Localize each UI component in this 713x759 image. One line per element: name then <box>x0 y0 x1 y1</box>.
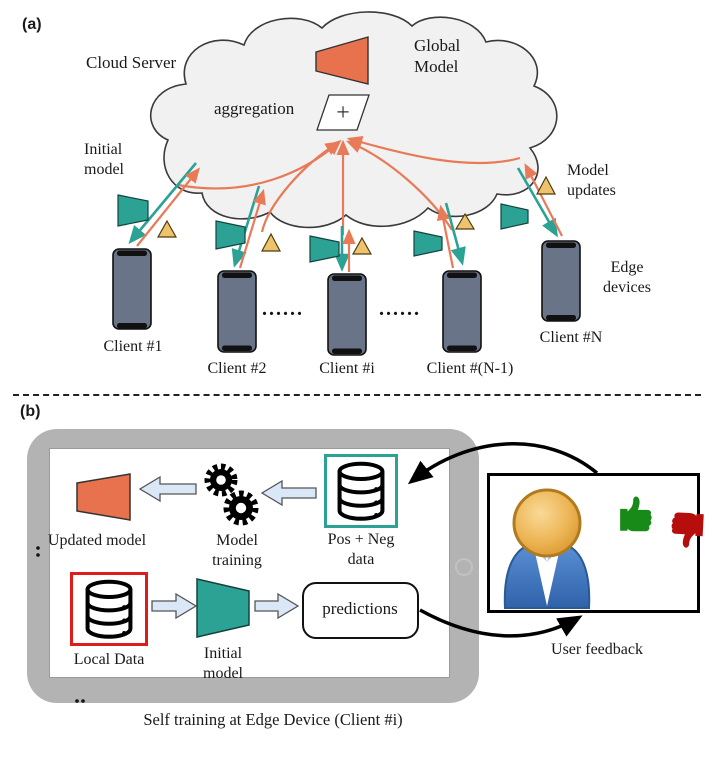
phone-client1 <box>112 248 152 330</box>
model-icon-clientn1 <box>413 230 443 257</box>
upload-arrow-clientn1 <box>436 204 455 269</box>
initial-model-label: Initial model <box>84 141 124 178</box>
thumbs-down-icon <box>670 512 704 549</box>
edge-device-icons <box>112 240 581 356</box>
local-model-icons <box>117 194 529 263</box>
cloud-server-label: Cloud Server <box>86 53 177 72</box>
pos-neg-data-label: Pos + Neg data <box>327 531 395 568</box>
model-icon-client1 <box>117 194 149 227</box>
model-updates-label: Model updates <box>567 162 616 199</box>
feedback-to-data-arrow <box>407 442 599 485</box>
ellipsis-left: ...... <box>262 298 304 320</box>
bezel-dots <box>36 546 85 703</box>
panel-a-label: (a) <box>22 16 42 33</box>
client2-label: Client #2 <box>207 360 267 377</box>
aggregation-icon <box>316 94 370 131</box>
update-curve-clientn <box>346 136 521 165</box>
upload-arrow-clientn <box>524 163 563 237</box>
update-curve-client2 <box>260 141 341 233</box>
global-model-icon <box>315 36 369 85</box>
model-update-icons <box>156 175 556 255</box>
aggregation-plus: + <box>336 100 350 126</box>
user-head <box>512 488 582 558</box>
gear-icon-large <box>223 490 259 526</box>
aggregation-label: aggregation <box>214 99 295 118</box>
flow-arrow-data-to-model <box>151 592 198 620</box>
model-training-label: Model training <box>212 532 262 569</box>
local-data-label: Local Data <box>73 651 145 668</box>
federated-learning-diagram: + <box>112 11 581 356</box>
user-feedback-label: User feedback <box>551 641 643 658</box>
panel-divider <box>13 394 701 396</box>
client-link-arrows <box>128 162 563 272</box>
model-training-gears-icon <box>204 463 259 526</box>
download-arrow-clientn <box>516 167 558 238</box>
phone-clienti <box>327 273 367 356</box>
update-icon-client2 <box>261 232 281 252</box>
upload-arrow-client2 <box>238 188 266 269</box>
predictions-to-user-arrow <box>419 608 583 638</box>
clientn1-label: Client #(N-1) <box>426 360 514 377</box>
user-icon <box>503 488 591 609</box>
user-shirt <box>534 548 560 606</box>
update-icon-clientn <box>536 175 556 195</box>
thumbs-up-icon <box>620 496 652 532</box>
clientn-label: Client #N <box>539 329 603 346</box>
figure-caption: Self training at Edge Device (Client #i) <box>143 710 403 729</box>
pos-neg-database-icon <box>340 464 383 519</box>
model-icon-client2 <box>215 220 246 250</box>
model-icon-clienti <box>309 235 340 263</box>
predictions-box <box>302 582 419 639</box>
flow-arrow-training-to-model <box>138 475 197 503</box>
update-icon-clientn1 <box>454 212 476 230</box>
predictions-label: predictions <box>322 599 398 618</box>
upload-arrow-client1 <box>136 167 201 247</box>
clienti-label: Client #i <box>319 360 375 377</box>
global-model-label: Global Model <box>414 36 461 76</box>
gear-icon-small <box>204 463 238 497</box>
initial-model-b-label: Initial model <box>203 645 243 682</box>
self-training-diagram <box>36 442 704 703</box>
phone-client2 <box>217 270 257 353</box>
client1-label: Client #1 <box>103 338 163 355</box>
local-data-database-icon <box>88 582 131 637</box>
flow-arrow-data-to-training <box>260 479 317 507</box>
updated-model-icon <box>76 473 131 521</box>
panel-b-label: (b) <box>20 403 41 420</box>
phone-clientn <box>541 240 581 322</box>
tablet-camera-icon <box>455 558 473 576</box>
model-icon-clientn <box>500 203 529 230</box>
update-icon-client1 <box>156 219 178 238</box>
edge-devices-label: Edge devices <box>603 259 651 296</box>
phone-clientn1 <box>442 270 482 353</box>
updated-model-label: Updated model <box>47 532 147 549</box>
download-arrow-client1 <box>128 162 197 244</box>
update-icon-clienti <box>351 236 373 255</box>
initial-model-icon <box>196 578 250 638</box>
ellipsis-right: ...... <box>379 298 421 320</box>
flow-arrow-model-to-predictions <box>254 592 300 620</box>
